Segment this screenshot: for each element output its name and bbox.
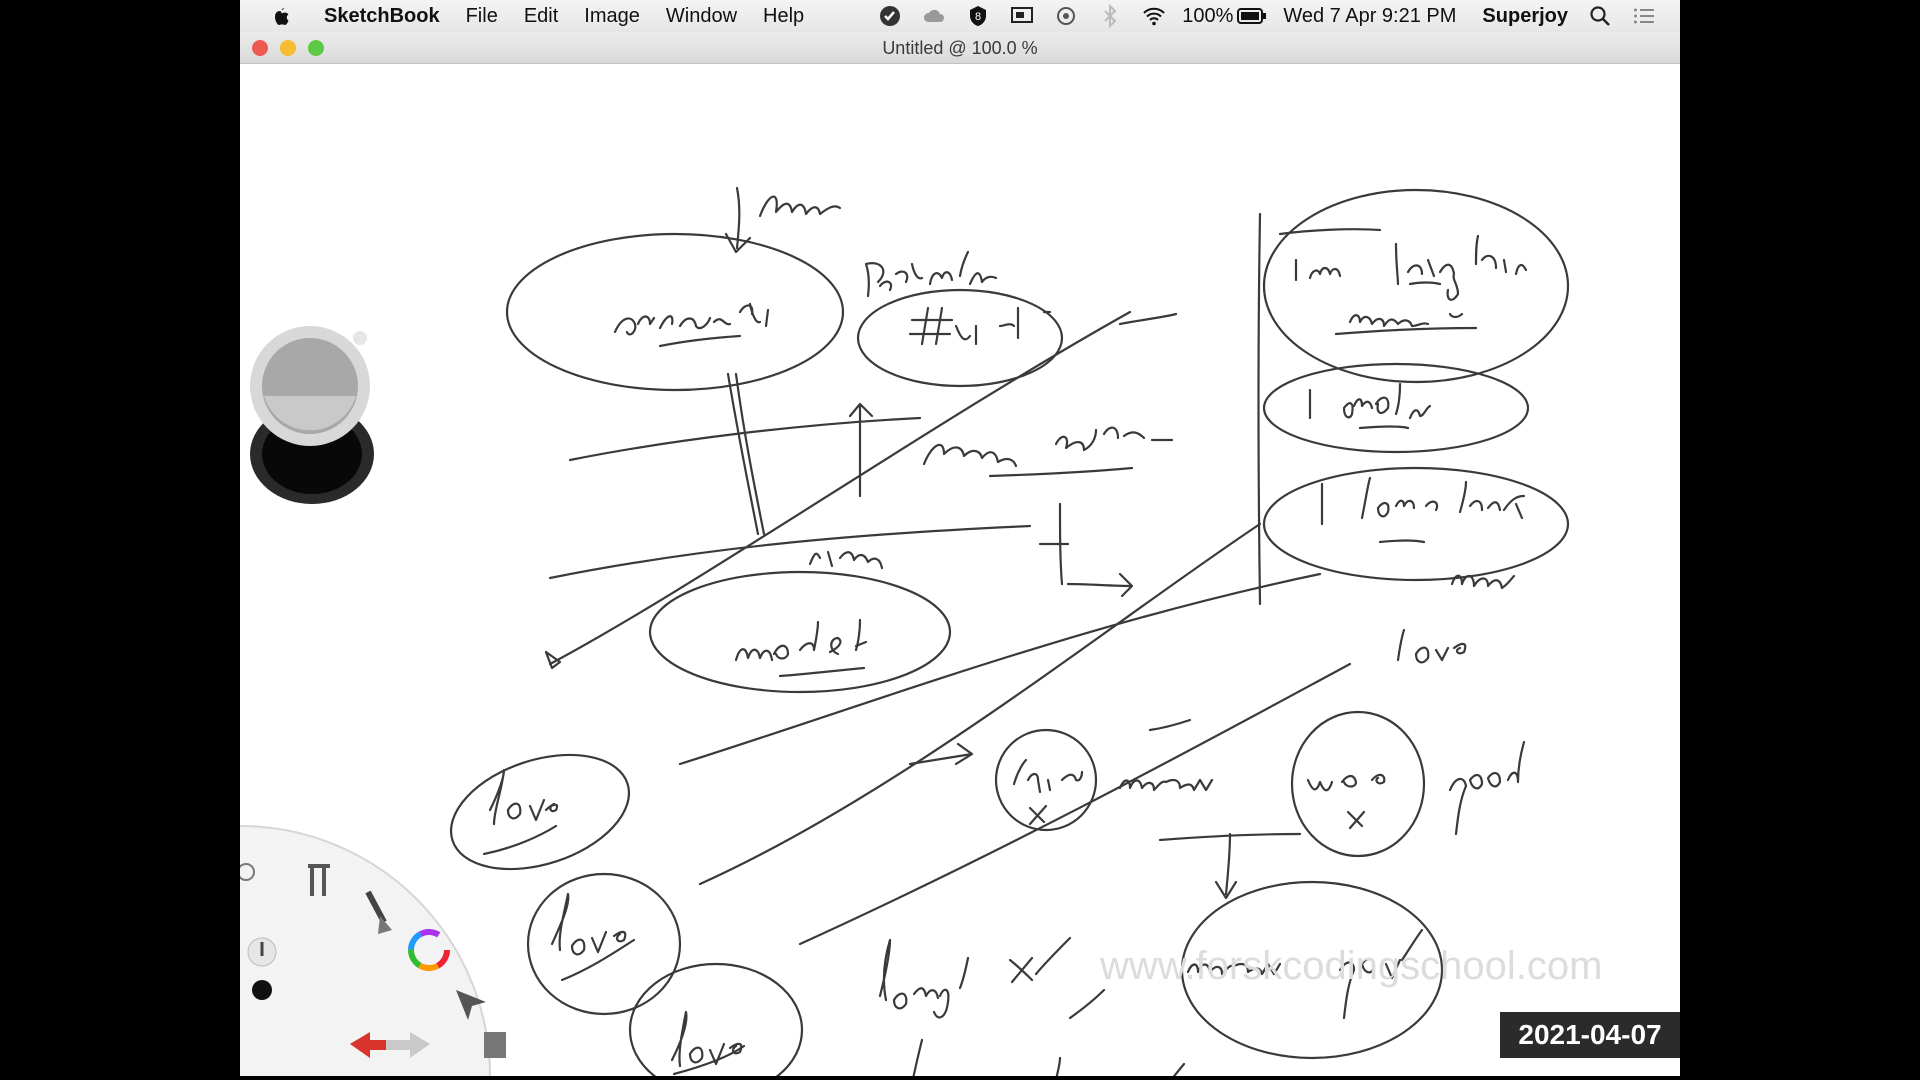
drawing-canvas[interactable]: www.forskcodingschool.com 2021-04-07 bbox=[240, 64, 1680, 1076]
brush-icon[interactable] bbox=[365, 890, 392, 934]
watermark: www.forskcodingschool.com bbox=[1100, 944, 1603, 988]
lagoon-toolbar[interactable] bbox=[240, 776, 540, 1076]
sync-icon[interactable] bbox=[1054, 4, 1078, 28]
minimize-button[interactable] bbox=[280, 40, 296, 56]
apple-icon[interactable] bbox=[270, 5, 290, 27]
redo-icon[interactable] bbox=[386, 1032, 430, 1058]
screen: SketchBook File Edit Image Window Help 8 bbox=[240, 0, 1680, 1076]
menu-image[interactable]: Image bbox=[584, 4, 640, 27]
select-icon[interactable] bbox=[456, 990, 486, 1020]
window-title-bar[interactable]: Untitled @ 100.0 % bbox=[240, 32, 1680, 64]
cloud-icon[interactable] bbox=[922, 4, 946, 28]
bluetooth-icon[interactable] bbox=[1098, 4, 1122, 28]
window-title: Untitled @ 100.0 % bbox=[882, 38, 1038, 58]
menu-user[interactable]: Superjoy bbox=[1482, 4, 1568, 27]
layers-icon[interactable] bbox=[484, 1032, 506, 1058]
dataset-ellipse bbox=[505, 232, 845, 392]
display-icon[interactable] bbox=[1010, 4, 1034, 28]
menu-edit[interactable]: Edit bbox=[523, 4, 559, 27]
wifi-icon[interactable] bbox=[1142, 4, 1166, 28]
handwritten-sketch bbox=[449, 186, 1570, 1076]
zoom-button[interactable] bbox=[308, 40, 324, 56]
status-area: 8 100% Wed 7 Apr 9:21 PM Superjoy bbox=[858, 4, 1680, 28]
svg-text:8: 8 bbox=[975, 11, 981, 23]
menu-file[interactable]: File bbox=[465, 4, 498, 27]
color-wheel-icon[interactable] bbox=[408, 929, 450, 971]
menu-app-name[interactable]: SketchBook bbox=[324, 4, 440, 27]
battery-icon[interactable] bbox=[1237, 4, 1267, 28]
menu-bar: SketchBook File Edit Image Window Help 8 bbox=[240, 0, 1680, 32]
menu-window[interactable]: Window bbox=[665, 4, 738, 27]
badge-icon[interactable]: 8 bbox=[966, 4, 990, 28]
search-icon[interactable] bbox=[1588, 4, 1612, 28]
list-icon[interactable] bbox=[1632, 4, 1656, 28]
undo-icon[interactable] bbox=[350, 1032, 394, 1058]
menu-help[interactable]: Help bbox=[763, 4, 805, 27]
battery-percent: 100% bbox=[1182, 4, 1234, 27]
check-icon[interactable] bbox=[878, 4, 902, 28]
settings-icon[interactable] bbox=[240, 863, 255, 881]
pencil-icon[interactable] bbox=[308, 864, 330, 896]
color-puck[interactable] bbox=[250, 326, 374, 506]
close-button[interactable] bbox=[252, 40, 268, 56]
menu-clock[interactable]: Wed 7 Apr 9:21 PM bbox=[1283, 4, 1457, 27]
brush-size-dot[interactable] bbox=[247, 937, 277, 1000]
date-stamp: 2021-04-07 bbox=[1500, 1012, 1680, 1058]
